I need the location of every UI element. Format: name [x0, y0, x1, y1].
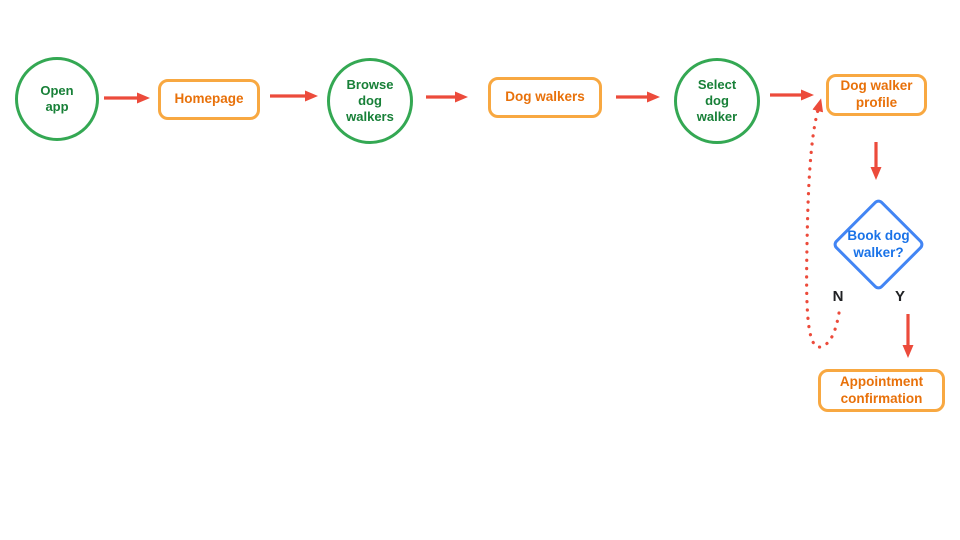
node-dog-walkers-label: Dog walkers	[505, 89, 585, 105]
node-open-app: Open app	[15, 57, 99, 141]
node-select-dog-walker-label: Select dog walker	[696, 77, 738, 124]
node-open-app-label: Open app	[40, 83, 74, 114]
node-dog-walkers: Dog walkers	[488, 77, 602, 118]
branch-label-yes: Y	[894, 288, 905, 305]
node-dog-walker-profile: Dog walker profile	[826, 74, 927, 116]
node-select-dog-walker: Select dog walker	[674, 58, 760, 144]
node-homepage-label: Homepage	[174, 91, 244, 107]
node-book-dog-walker-label: Book dog walker?	[847, 228, 910, 260]
arrow-no-loop-to-profile	[805, 98, 841, 349]
node-homepage: Homepage	[158, 79, 260, 120]
node-browse-dog-walkers-label: Browse dog walkers	[346, 77, 394, 124]
node-appointment-confirmation-label: Appointment confirmation	[839, 373, 924, 406]
node-dog-walker-profile-label: Dog walker profile	[840, 78, 913, 110]
node-appointment-confirmation: Appointment confirmation	[818, 369, 945, 412]
branch-label-no: N	[832, 288, 844, 305]
node-browse-dog-walkers: Browse dog walkers	[327, 58, 413, 144]
